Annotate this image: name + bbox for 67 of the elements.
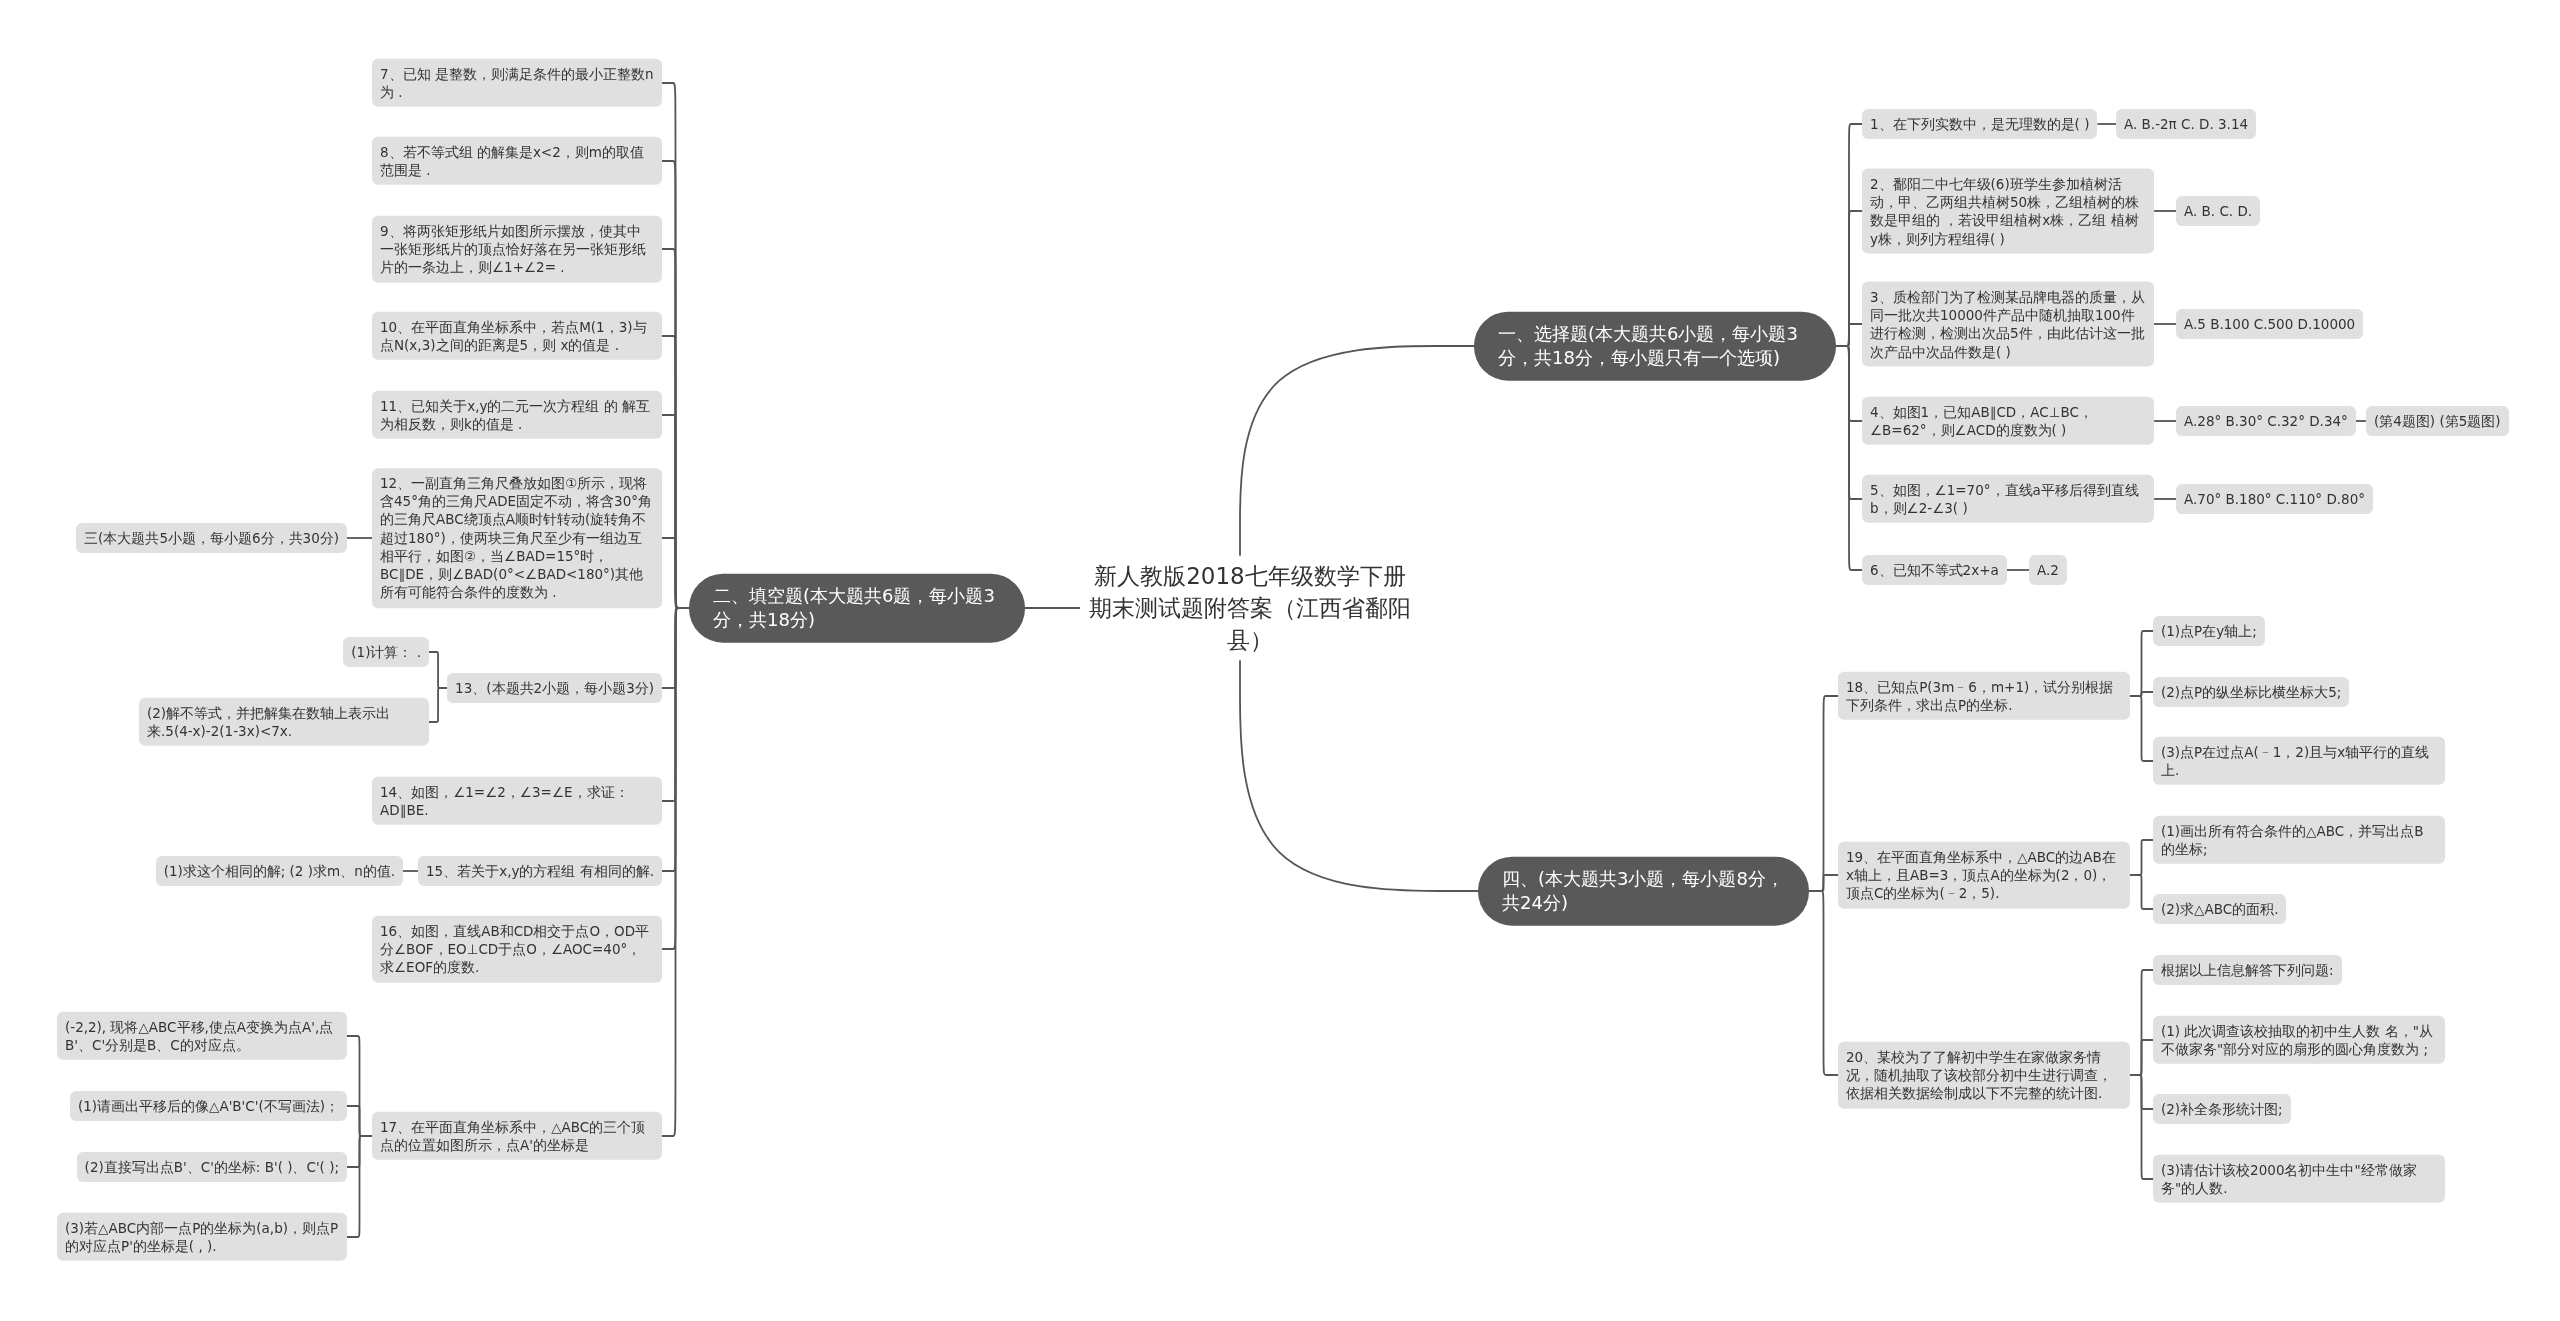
topic-box: 13、(本题共2小题，每小题3分) <box>447 672 662 704</box>
connector-line <box>2153 498 2177 500</box>
topic-box: 4、如图1，已知AB∥CD，AC⊥BC，∠B=62°，则∠ACD的度数为( ) <box>1862 396 2154 446</box>
topic-box: (2)补全条形统计图; <box>2153 1093 2291 1125</box>
connector-line <box>2129 1074 2154 1180</box>
topic-box: 15、若关于x,y的方程组 有相同的解. <box>417 855 662 887</box>
topic-box: (1)画出所有符合条件的△ABC，并写出点B的坐标; <box>2153 815 2445 865</box>
topic-box: 18、已知点P(3m﹣6，m+1)，试分别根据下列条件，求出点P的坐标. <box>1838 671 2130 721</box>
topic-box: 11、已知关于x,y的二元一次方程组 的 解互为相反数，则k的值是 . <box>372 390 662 440</box>
topic-box: 16、如图，直线AB和CD相交于点O，OD平分∠BOF，EO⊥CD于点O，∠AOC=40°，求∠EOF的度数. <box>372 915 662 983</box>
topic-box: (1)请画出平移后的像△A'B'C'(不写画法)； <box>69 1090 347 1122</box>
topic-box: 9、将两张矩形纸片如图所示摆放，使其中一张矩形纸片的顶点恰好落在另一张矩形纸片的一条边上，则∠1+∠2= . <box>372 215 662 283</box>
topic-box: 2、鄱阳二中七年级(6)班学生参加植树活动，甲、乙两组共植树50株，乙组植树的株数是甲组的 ，若设甲组植树x株，乙组 植树y株，则列方程组得( ) <box>1862 168 2154 254</box>
topic-box: 1、在下列实数中，是无理数的是( ) <box>1862 108 2098 140</box>
branch-topic: 二、填空题(本大题共6题，每小题3分，共18分) <box>689 573 1025 643</box>
connector-line <box>2153 420 2177 422</box>
connector-line <box>2096 123 2117 125</box>
connector-line <box>346 1135 373 1238</box>
central-topic: 新人教版2018七年级数学下册期末测试题附答案（江西省鄱阳县） <box>1080 555 1420 661</box>
topic-box: (1)计算： . <box>343 636 429 668</box>
topic-box: 12、一副直角三角尺叠放如图①所示，现将含45°角的三角尺ADE固定不动，将含30°角的三角尺ABC绕顶点A顺时针转动(旋转角不超过180°)，使两块三角尺至少有一组边互相平行，如图②，当∠BAD=15°时，BC∥DE，则∠BAD(0°<∠BAD<180°)其他所有可能符合条件的度数为 . <box>372 468 662 608</box>
topic-box: 根据以上信息解答下列问题: <box>2153 954 2342 986</box>
topic-box: 14、如图，∠1=∠2，∠3=∠E，求证：AD∥BE. <box>372 776 662 826</box>
topic-box: (1) 此次调查该校抽取的初中生人数 名，"从不做家务"部分对应的扇形的圆心角度数为 ; <box>2153 1015 2445 1065</box>
topic-box: A. B.-2π C. D. 3.14 <box>2116 108 2257 140</box>
topic-box: 6、已知不等式2x+a <box>1862 554 2007 586</box>
connector-line <box>346 537 373 539</box>
topic-box: 7、已知 是整数，则满足条件的最小正整数n为 . <box>372 58 662 108</box>
topic-box: 10、在平面直角坐标系中，若点M(1，3)与点N(x,3)之间的距离是5，则 x的值是 . <box>372 311 662 361</box>
topic-box: 三(本大题共5小题，每小题6分，共30分) <box>76 522 347 554</box>
topic-box: A. B. C. D. <box>2176 195 2261 227</box>
topic-box: A.28° B.30° C.32° D.34° <box>2176 405 2356 437</box>
topic-box: (2)求△ABC的面积. <box>2153 893 2287 925</box>
topic-box: (2)解不等式，并把解集在数轴上表示出来.5(4-x)-2(1-3x)<7x. <box>139 697 429 747</box>
branch-topic: 四、(本大题共3小题，每小题8分，共24分) <box>1478 856 1809 926</box>
connector-line <box>2129 695 2154 762</box>
topic-box: 5、如图，∠1=70°，直线a平移后得到直线b，则∠2-∠3( ) <box>1862 474 2154 524</box>
connector-line <box>1239 345 1475 557</box>
topic-box: (3)点P在过点A(﹣1，2)且与x轴平行的直线上. <box>2153 736 2445 786</box>
topic-box: 8、若不等式组 的解集是x<2，则m的取值范围是 . <box>372 136 662 186</box>
topic-box: (1)点P在y轴上; <box>2153 615 2265 647</box>
connector-line <box>2153 323 2177 325</box>
connector-line <box>1239 659 1479 892</box>
topic-box: (-2,2), 现将△ABC平移,使点A变换为点A',点B'、C'分别是B、C的对应点。 <box>57 1011 347 1061</box>
topic-box: 17、在平面直角坐标系中，△ABC的三个顶点的位置如图所示，点A'的坐标是 <box>372 1111 662 1161</box>
topic-box: 19、在平面直角坐标系中，△ABC的边AB在x轴上，且AB=3，顶点A的坐标为(2，0)，顶点C的坐标为(﹣2，5). <box>1838 841 2130 909</box>
topic-box: (3)若△ABC内部一点P的坐标为(a,b)，则点P的对应点P'的坐标是( , ). <box>57 1212 347 1262</box>
connector-line <box>1808 890 1839 1076</box>
connector-line <box>402 870 419 872</box>
topic-box: (2)点P的纵坐标比横坐标大5; <box>2153 676 2350 708</box>
topic-box: (第4题图) (第5题图) <box>2366 405 2509 437</box>
topic-box: (3)请估计该校2000名初中生中"经常做家务"的人数. <box>2153 1154 2445 1204</box>
connector-line <box>2129 874 2154 910</box>
topic-box: A.70° B.180° C.110° D.80° <box>2176 483 2373 515</box>
connector-line <box>2005 569 2030 571</box>
connector-line <box>2153 210 2177 212</box>
connector-line <box>2354 420 2367 422</box>
topic-box: A.2 <box>2029 554 2067 586</box>
topic-box: A.5 B.100 C.500 D.10000 <box>2176 308 2364 340</box>
topic-box: 20、某校为了了解初中学生在家做家务情况，随机抽取了该校部分初中生进行调查，依据相关数据绘制成以下不完整的统计图. <box>1838 1041 2130 1109</box>
connector-line <box>1024 607 1081 609</box>
connector-line <box>428 687 448 723</box>
topic-box: (2)直接写出点B'、C'的坐标: B'( )、C'( ); <box>76 1151 347 1183</box>
topic-box: 3、质检部门为了检测某品牌电器的质量，从同一批次共10000件产品中随机抽取100件进行检测，检测出次品5件，由此估计这一批次产品中次品件数是( ) <box>1862 281 2154 367</box>
topic-box: (1)求这个相同的解; (2 )求m、n的值. <box>155 855 403 887</box>
connector-line <box>1835 345 1863 571</box>
branch-topic: 一、选择题(本大题共6小题，每小题3分，共18分，每小题只有一个选项) <box>1474 311 1836 381</box>
